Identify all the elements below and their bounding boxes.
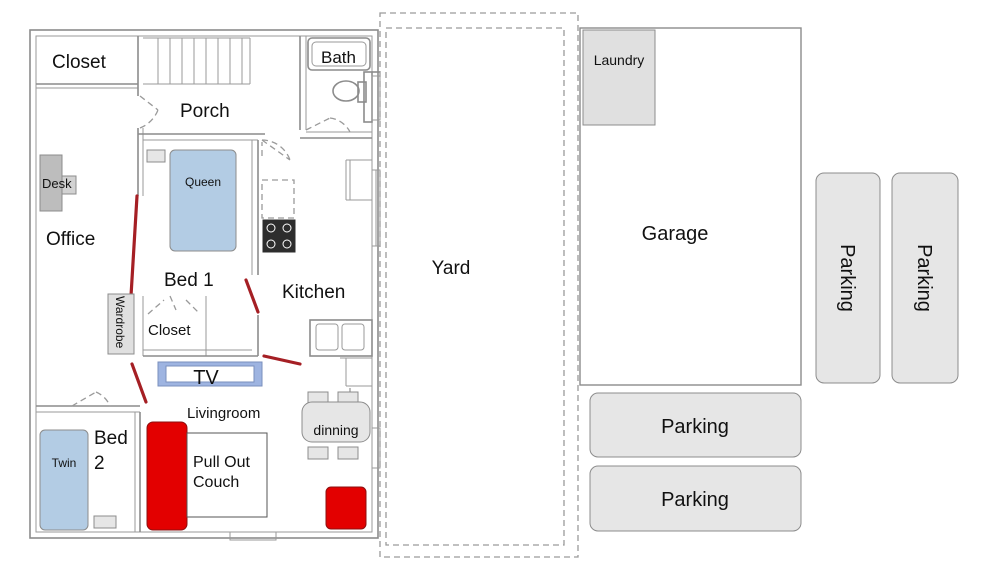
bed2-label-line2: 2 [94,453,105,474]
stairs [143,37,251,85]
stove [262,219,296,253]
laundry [582,29,656,126]
yard-outer [379,12,579,558]
parking-spot-2 [891,172,959,384]
tv [165,365,255,383]
wardrobe [107,293,135,355]
house-outline [29,29,379,539]
bathroom-fixtures [307,37,380,123]
nightstand-bed2 [93,515,117,529]
closet-bed1-label: Closet [148,322,191,339]
garage-label: Garage [642,223,709,245]
laundry-label: Laundry [594,52,645,68]
twin-label: Twin [52,456,77,470]
dining-table [301,401,371,443]
kitchen-label: Kitchen [282,282,345,303]
parking-spot-4-label: Parking [661,489,729,511]
yard-label: Yard [432,258,471,279]
interior-walls [36,36,372,532]
desk-label: Desk [42,176,72,191]
queen-label: Queen [185,175,221,189]
counter [261,179,295,219]
kitchen-sink [309,319,373,357]
window-east-living [371,427,381,469]
bath-label: Bath [321,48,356,67]
couch-label-line1: Pull Out [193,454,250,471]
desk-chair [61,175,77,195]
parking-spot-3 [589,392,802,458]
accent-walls [129,194,302,404]
door-swings [71,95,351,407]
armchair [325,486,367,530]
office-label: Office [46,229,95,250]
livingroom-label: Livingroom [187,405,260,422]
tv-label: TV [193,367,219,389]
pull-out-couch [186,432,268,518]
parking-spot-2-label: Parking [913,244,935,312]
parking-spot-3-label: Parking [661,416,729,438]
toilet [332,80,360,102]
queen-bed [169,149,237,252]
parking-spot-1 [815,172,881,384]
bathtub [307,37,371,71]
couch-label-line2: Couch [193,474,239,491]
closet-top-label: Closet [52,52,107,73]
dining-set [301,391,371,460]
window-south [229,531,277,541]
bed2-label-line1: Bed [94,428,128,449]
windows [229,75,381,541]
twin-bed [39,429,89,531]
porch-label: Porch [180,101,230,122]
pull-out-couch-cushions [146,421,188,531]
bed1-label: Bed 1 [164,270,214,291]
nightstand-left [146,149,166,163]
parking-spot-4 [589,465,802,532]
wardrobe-label: Wardrobe [113,296,127,349]
yard-inner [385,27,565,546]
kitchen-fixtures [261,160,373,357]
parking-spot-1-label: Parking [836,244,858,312]
dining-label: dinning [313,422,358,438]
window-bath [371,75,381,121]
